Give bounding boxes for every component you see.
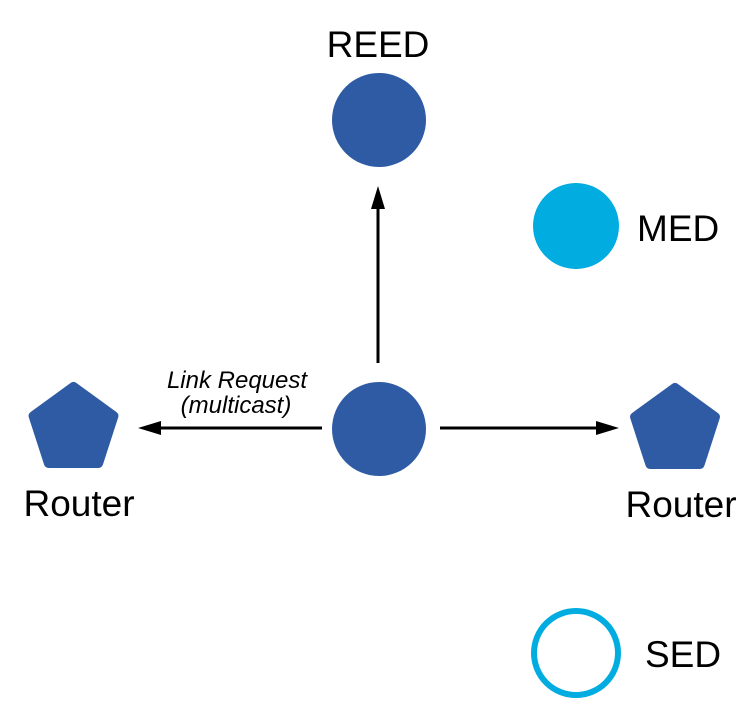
router-left-node: Router — [23, 382, 135, 524]
center-circle-icon — [332, 382, 426, 476]
sed-circle-icon — [531, 608, 621, 698]
med-label: MED — [637, 208, 719, 249]
center-node — [332, 382, 426, 476]
arrow-left — [138, 421, 322, 435]
arrow-right — [440, 421, 619, 435]
reed-circle-icon — [332, 73, 426, 167]
arrow-up-head-icon — [371, 186, 385, 209]
sed-node: SED — [531, 608, 721, 698]
arrow-right-head-icon — [596, 421, 619, 435]
router-right-label: Router — [625, 484, 736, 525]
sed-label: SED — [645, 634, 721, 675]
router-left-label: Router — [23, 483, 134, 524]
med-node: MED — [533, 183, 719, 269]
annotation-line2: (multicast) — [181, 392, 292, 419]
arrow-left-head-icon — [138, 421, 161, 435]
router-right-node: Router — [625, 383, 737, 525]
reed-node: REED — [327, 24, 430, 167]
router-right-pentagon-icon — [630, 383, 720, 469]
med-circle-icon — [533, 183, 619, 269]
reed-label: REED — [327, 24, 430, 65]
annotation-line1: Link Request — [167, 367, 308, 394]
link-request-annotation: Link Request (multicast) — [167, 367, 308, 419]
arrow-up — [371, 186, 385, 363]
router-left-pentagon-icon — [28, 382, 119, 468]
